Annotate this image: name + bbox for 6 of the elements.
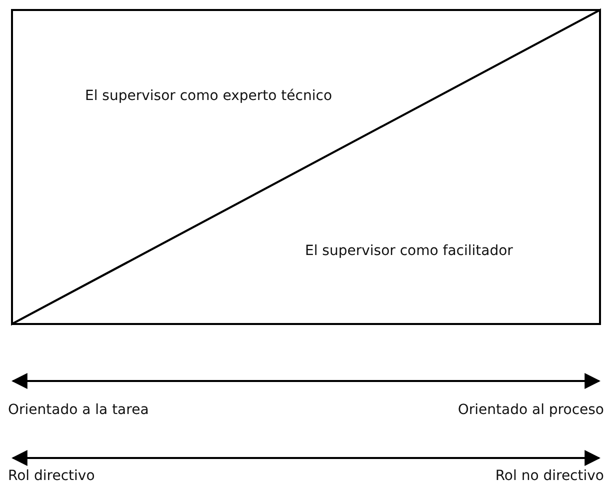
- scale-end-label: Orientado al proceso: [458, 402, 604, 418]
- scale-end-label: Orientado a la tarea: [8, 402, 149, 418]
- region-label: El supervisor como experto técnico: [85, 88, 332, 104]
- scale-end-label: Rol no directivo: [495, 468, 604, 484]
- region-label: El supervisor como facilitador: [305, 243, 513, 259]
- scale-end-label: Rol directivo: [8, 468, 95, 484]
